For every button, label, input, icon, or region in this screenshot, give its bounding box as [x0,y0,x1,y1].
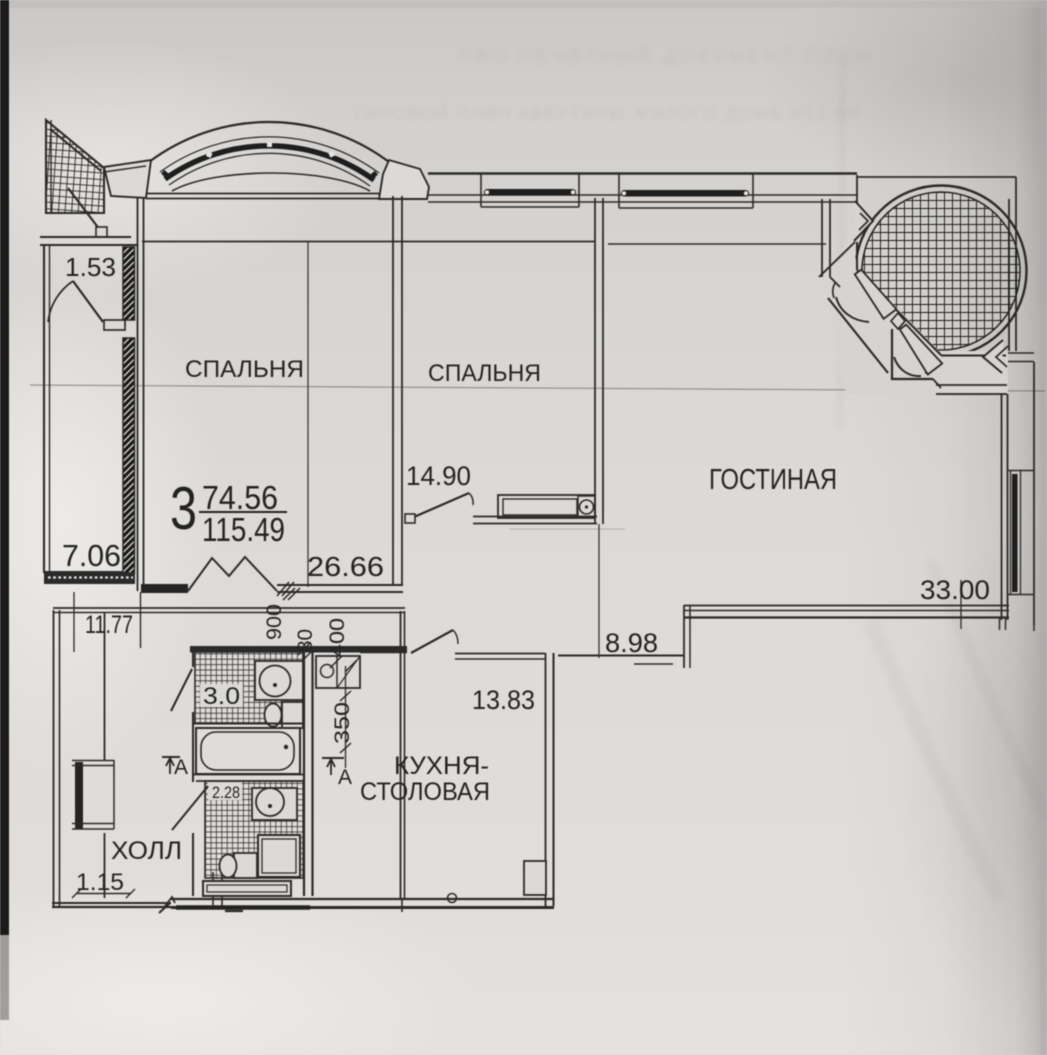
svg-text:400: 400 [326,618,349,657]
svg-text:74.56: 74.56 [202,479,278,516]
svg-text:8.98: 8.98 [605,628,658,658]
svg-text:ХОЛЛ: ХОЛЛ [111,837,182,865]
svg-text:3.0: 3.0 [203,683,240,710]
svg-text:А: А [174,756,188,779]
svg-text:33.00: 33.00 [920,575,990,605]
svg-text:1.53: 1.53 [65,252,116,282]
svg-text:ГОСТИНАЯ: ГОСТИНАЯ [709,464,837,496]
svg-text:14.90: 14.90 [406,461,471,491]
svg-text:11.77: 11.77 [85,611,133,639]
svg-text:80: 80 [294,629,317,652]
svg-text:2.28: 2.28 [212,783,240,802]
svg-text:А: А [338,766,352,789]
svg-text:7.06: 7.06 [62,538,121,573]
svg-text:СПАЛЬНЯ: СПАЛЬНЯ [185,356,304,383]
svg-text:3: 3 [170,475,197,542]
svg-text:ПВО ПЕЧВТНЫЙ ДОКУМЕНТ ПЛВН: ПВО ПЕЧВТНЫЙ ДОКУМЕНТ ПЛВН [458,44,873,68]
svg-text:ТИПОВОЙ ПЛВН КВБРТИРЫ ЖИЛОГО Д: ТИПОВОЙ ПЛВН КВБРТИРЫ ЖИЛОГО ДОМБ Н12 ВЯ [352,104,862,123]
svg-text:26.66: 26.66 [307,551,384,582]
svg-text:1.15: 1.15 [76,869,124,896]
svg-text:13.83: 13.83 [472,685,535,715]
svg-text:СТОЛОВАЯ: СТОЛОВАЯ [360,778,490,806]
svg-text:900: 900 [263,604,286,640]
svg-text:СПАЛЬНЯ: СПАЛЬНЯ [428,360,541,387]
svg-text:КУХНЯ-: КУХНЯ- [394,752,489,780]
svg-text:350: 350 [331,702,354,744]
svg-text:115.49: 115.49 [202,511,285,548]
